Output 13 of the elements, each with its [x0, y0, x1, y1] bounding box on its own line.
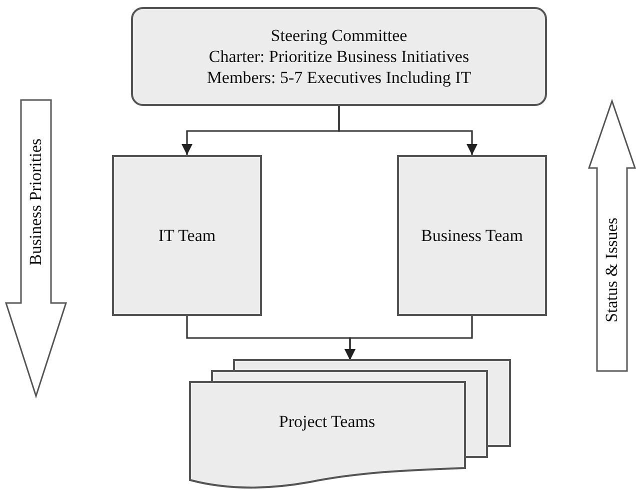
node-text: Members: 5-7 Executives Including IT	[206, 67, 472, 88]
connector-arrow	[338, 106, 478, 155]
node-text: Project Teams	[278, 412, 376, 432]
team-box	[112, 155, 262, 316]
arrow-text: Business Priorities	[26, 138, 46, 266]
team-box	[397, 155, 547, 316]
node-text: Charter: Prioritize Business Initiatives	[208, 46, 470, 68]
node-text: Steering Committee	[270, 24, 408, 46]
committee-box	[131, 7, 547, 106]
node-text: IT Team	[157, 224, 217, 246]
connector-arrow	[344, 316, 473, 360]
node-text: Business Team	[420, 224, 524, 246]
arrow-text: Status & Issues	[602, 218, 622, 322]
